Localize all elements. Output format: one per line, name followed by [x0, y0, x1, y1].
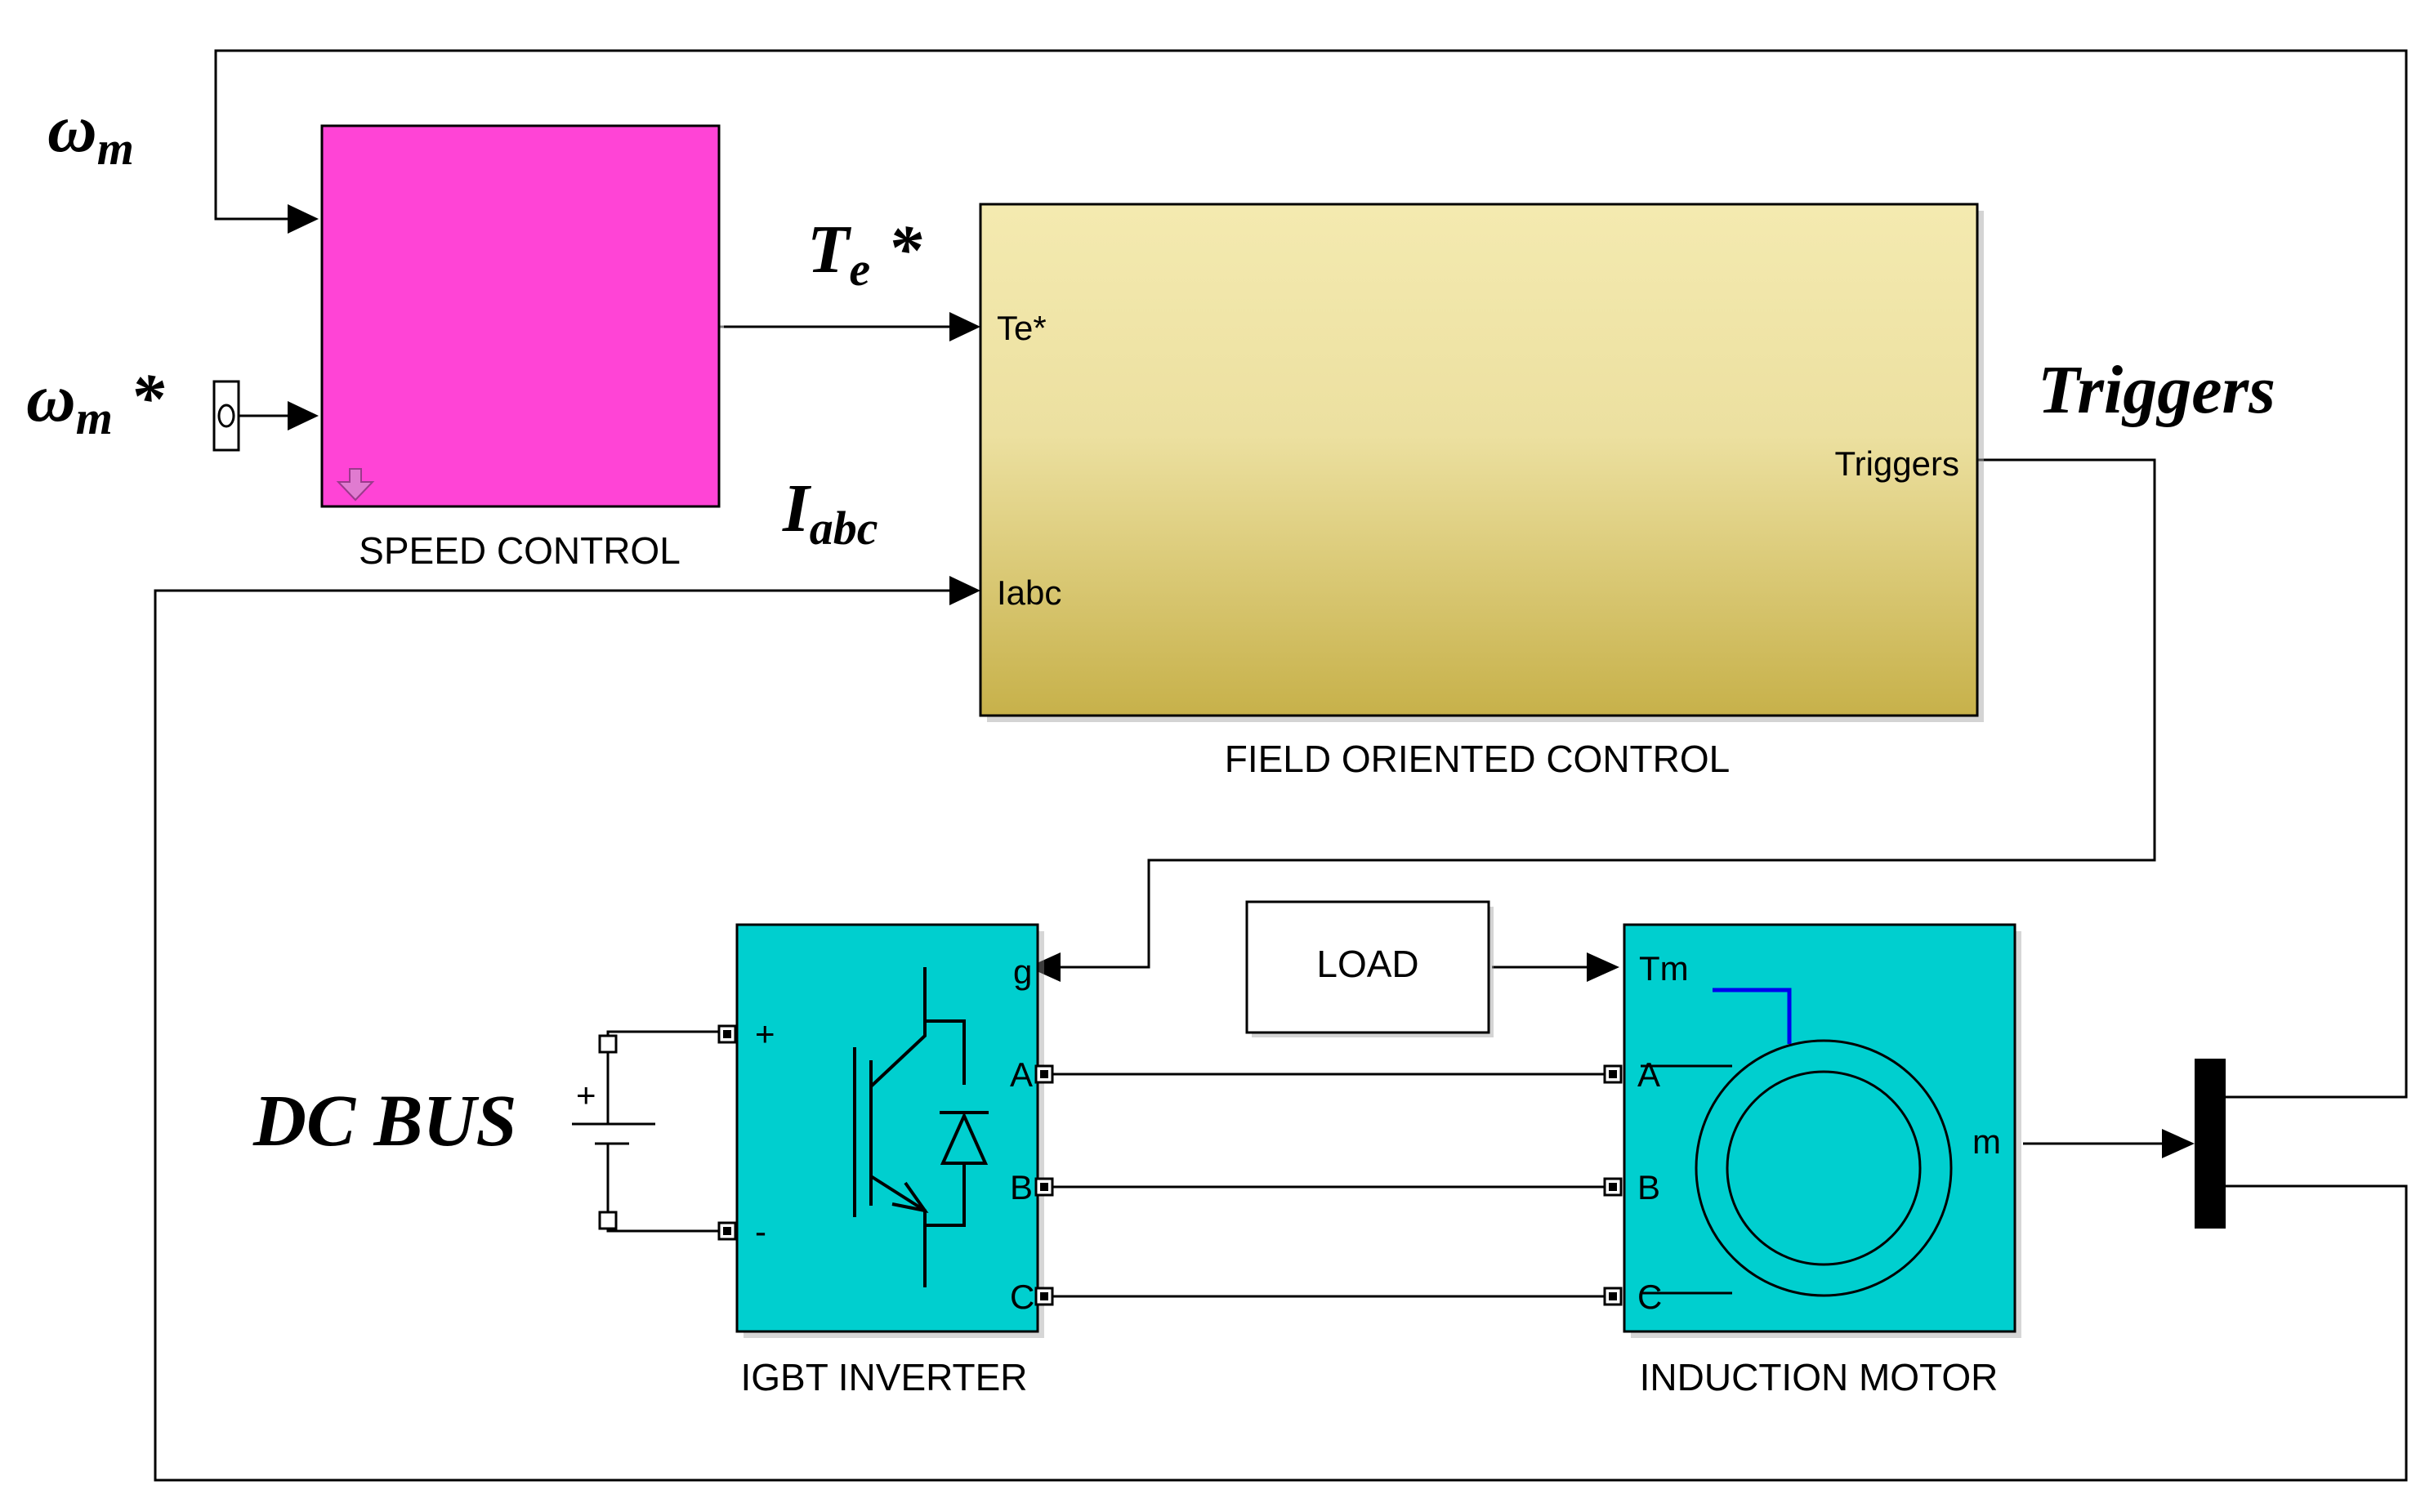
wire-triggers: [1054, 458, 2156, 969]
wire-iabc-feedback: [154, 589, 2408, 1482]
motor-port-tm: Tm: [1639, 949, 1689, 988]
arrow-mux-in: [2162, 1129, 2195, 1158]
inverter-port-g: g: [1013, 952, 1032, 991]
inverter-label: IGBT INVERTER: [740, 1356, 1027, 1398]
dc-battery-icon[interactable]: [572, 1034, 655, 1230]
load-block[interactable]: [1245, 900, 1494, 1037]
arrow-speed-in1: [288, 204, 319, 234]
motor-port-a: A: [1637, 1055, 1660, 1094]
label-te-ref: Te *: [807, 212, 922, 296]
wire-dc-plus: [606, 1030, 724, 1044]
foc-label: FIELD ORIENTED CONTROL: [1225, 738, 1731, 780]
wire-omega-feedback: [214, 49, 2408, 1099]
motor-symbol-icon: [1641, 988, 1953, 1297]
battery-plus-sign: +: [576, 1076, 596, 1114]
constant-block[interactable]: [212, 380, 240, 452]
inverter-port-c: C: [1010, 1278, 1034, 1316]
igbt-symbol-icon: [853, 967, 989, 1287]
inverter-port-plus: +: [755, 1015, 775, 1053]
inverter-port-minus: -: [755, 1212, 766, 1251]
foc-port-iabc: Iabc: [997, 573, 1061, 612]
motor-port-m: m: [1972, 1122, 2001, 1161]
speed-control-block[interactable]: [320, 124, 724, 513]
inverter-port-b: B: [1010, 1168, 1033, 1206]
demux-bar[interactable]: [2195, 1059, 2226, 1229]
speed-control-label: SPEED CONTROL: [359, 529, 681, 572]
mask-arrow-icon: [336, 468, 375, 502]
arrow-foc-iabc: [949, 576, 980, 605]
motor-port-c: C: [1637, 1278, 1662, 1316]
arrow-inverter-g: [1028, 952, 1061, 982]
label-omega-m-ref: ωm *: [26, 360, 165, 444]
inverter-port-a: A: [1010, 1055, 1033, 1094]
foc-block[interactable]: [979, 203, 1984, 722]
label-dc-bus: DC BUS: [252, 1081, 517, 1162]
igbt-emitter-arrow-icon: [891, 1181, 929, 1213]
foc-port-te: Te*: [997, 309, 1047, 347]
igbt-inverter-block[interactable]: [717, 923, 1054, 1338]
load-label: LOAD: [1316, 943, 1418, 985]
induction-motor-block[interactable]: [1603, 923, 2021, 1338]
motor-label: INDUCTION MOTOR: [1640, 1356, 1999, 1398]
foc-port-triggers: Triggers: [1835, 444, 1959, 483]
label-triggers: Triggers: [2038, 352, 2275, 428]
arrow-foc-te: [949, 312, 980, 341]
label-omega-m: ωm: [47, 91, 134, 175]
label-iabc: Iabc: [782, 471, 878, 555]
arrow-motor-tm: [1587, 952, 1619, 982]
arrow-speed-in2: [288, 401, 319, 430]
wire-dc-minus: [606, 1220, 724, 1233]
motor-port-b: B: [1637, 1168, 1660, 1206]
